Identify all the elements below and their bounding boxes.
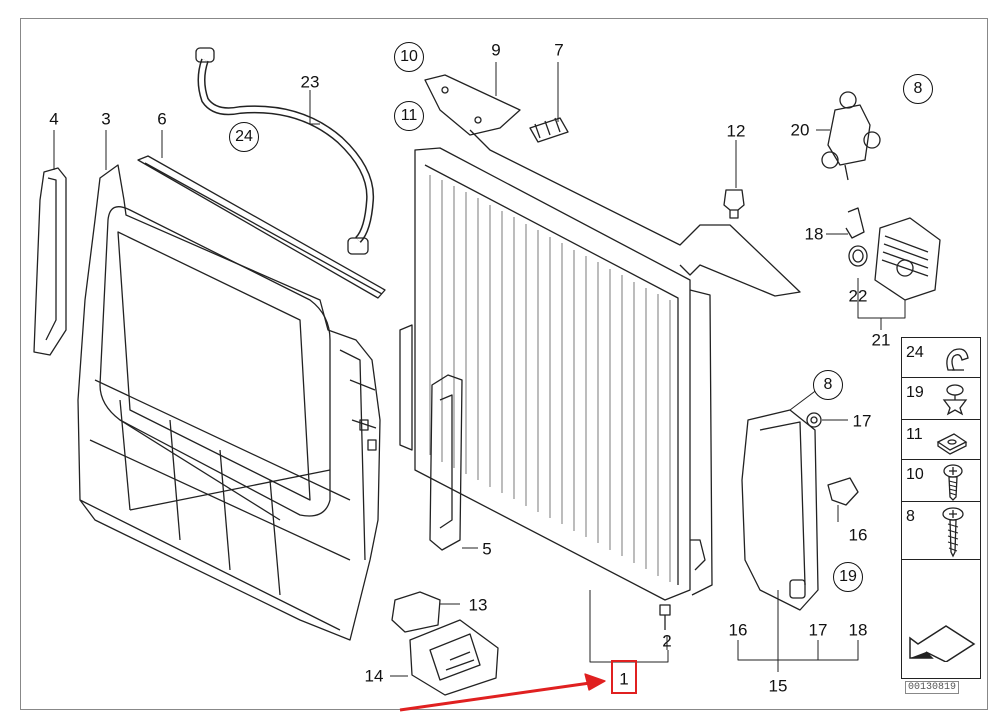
hardware-cell-8: 8 xyxy=(902,502,980,560)
callout-12: 12 xyxy=(726,121,746,141)
callout-18-bottom: 18 xyxy=(848,620,868,640)
seal-strip-part-4 xyxy=(33,167,67,356)
nut-clip-icon xyxy=(936,433,968,455)
callout-7: 7 xyxy=(554,40,564,60)
callout-1: 1 xyxy=(619,669,629,689)
mount-part-14 xyxy=(409,619,499,696)
callout-22: 22 xyxy=(848,286,868,306)
callout-2: 2 xyxy=(662,631,672,651)
hose-part-23 xyxy=(195,47,375,255)
circled-callout-11: 11 xyxy=(394,101,424,131)
bracket-part-13 xyxy=(391,591,441,633)
valve-part-20 xyxy=(821,91,881,181)
seal-strip-part-6 xyxy=(137,155,386,299)
callout-14: 14 xyxy=(364,666,384,686)
callout-17-right: 17 xyxy=(852,411,872,431)
callout-5: 5 xyxy=(482,539,492,559)
hardware-label-11: 11 xyxy=(906,426,923,443)
shroud-plate-part-15 xyxy=(741,409,819,611)
circled-callout-24: 24 xyxy=(229,122,259,152)
hardware-label-19: 19 xyxy=(906,384,924,401)
hardware-panel: 24 19 11 10 8 xyxy=(901,337,981,679)
highlight-arrow xyxy=(399,673,606,712)
hardware-cell-24: 24 xyxy=(902,338,980,378)
callout-3: 3 xyxy=(101,109,111,129)
diagram-frame xyxy=(20,18,988,710)
circled-callout-10: 10 xyxy=(394,42,424,72)
callout-20: 20 xyxy=(790,120,810,140)
grommet-part-17 xyxy=(806,412,822,428)
callout-16-right: 16 xyxy=(848,525,868,545)
clip-part-16 xyxy=(827,477,859,506)
screw-icon xyxy=(943,464,963,501)
hardware-cell-19: 19 xyxy=(902,378,980,420)
circled-callout-19: 19 xyxy=(833,562,863,592)
bracket-part-9 xyxy=(424,74,801,297)
screw-part-2 xyxy=(659,604,671,630)
clip-icon xyxy=(946,348,969,371)
callout-15: 15 xyxy=(768,676,788,696)
hardware-label-10: 10 xyxy=(906,466,924,483)
clip-part-18 xyxy=(845,207,865,239)
callout-4: 4 xyxy=(49,109,59,129)
callout-23: 23 xyxy=(300,72,320,92)
circled-callout-8-top: 8 xyxy=(903,74,933,104)
callout-21: 21 xyxy=(871,330,891,350)
hardware-cell-10: 10 xyxy=(902,460,980,502)
clip-part-7 xyxy=(529,117,569,143)
arrow-icon xyxy=(909,625,976,662)
oring-part-22 xyxy=(848,245,868,267)
callout-16-bottom: 16 xyxy=(728,620,748,640)
hardware-cell-11: 11 xyxy=(902,420,980,460)
circled-callout-8-mid: 8 xyxy=(813,370,843,400)
highlight-box xyxy=(611,660,637,694)
callout-17-bottom: 17 xyxy=(808,620,828,640)
catalog-number: 00130819 xyxy=(905,681,960,694)
sensor-part-12 xyxy=(723,189,745,219)
leader-lines xyxy=(53,62,906,677)
callout-6: 6 xyxy=(157,109,167,129)
callout-13: 13 xyxy=(468,595,488,615)
hardware-label-8: 8 xyxy=(906,508,915,525)
navigation-arrow-cell xyxy=(902,622,980,662)
radiator-part-1 xyxy=(399,147,713,601)
fan-shroud-part-3 xyxy=(77,164,381,641)
expanding-rivet-icon xyxy=(942,384,968,416)
self-tapping-screw-icon xyxy=(942,507,964,558)
side-bracket-part-5 xyxy=(429,374,463,551)
callout-18-top: 18 xyxy=(804,224,824,244)
callout-9: 9 xyxy=(491,40,501,60)
oil-cooler-part-21 xyxy=(874,217,941,301)
hardware-label-24: 24 xyxy=(906,344,924,361)
